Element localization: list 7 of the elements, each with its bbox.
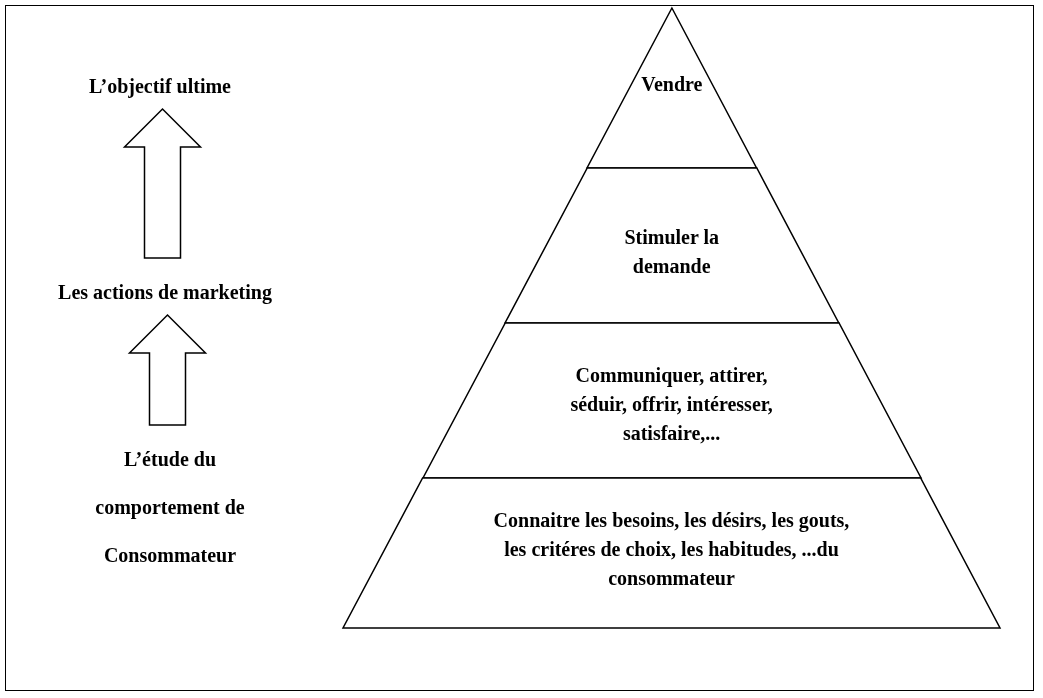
band-text: Stimuler la demande: [623, 225, 721, 279]
band-text: Communiquer, attirer, séduir, offrir, intéresser, satisfaire,...: [569, 363, 774, 446]
band-text: Vendre: [640, 72, 704, 97]
band-text: Connaitre les besoins, les désirs, les gouts, les critéres de choix, les habitudes, ...du consommateur: [492, 508, 851, 591]
block-arrow: [122, 107, 203, 259]
block-arrow: [127, 313, 208, 426]
label-text: L’étude du comportement de Consommateur: [70, 435, 270, 579]
